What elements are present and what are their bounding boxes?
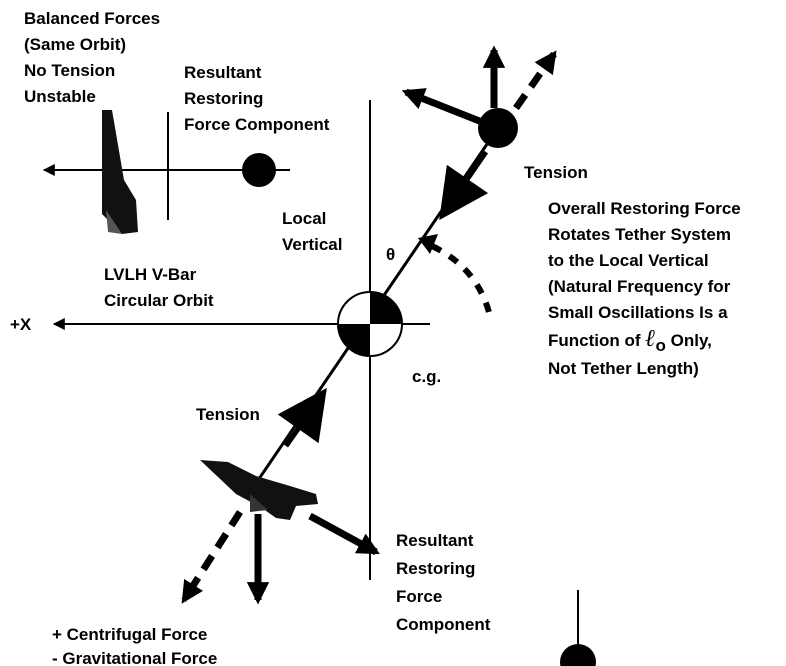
cg-symbol — [337, 291, 403, 357]
theta-label: θ — [386, 245, 395, 264]
lower-shuttle-icon — [200, 460, 318, 520]
bottom-resultant-line-1: Resultant — [396, 531, 474, 550]
theta-arc-arrowhead — [418, 234, 438, 254]
top-resultant-line-1: Resultant — [184, 63, 262, 82]
overall-line-1: Overall Restoring Force — [548, 199, 741, 218]
bottom-forces-label: + Centrifugal Force - Gravitational Forc… — [52, 625, 217, 666]
tension-top-label: Tension — [524, 163, 588, 182]
gravitational-label: - Gravitational Force — [52, 649, 217, 666]
bottom-resultant-line-3: Force — [396, 587, 442, 606]
local-vertical-line-2: Vertical — [282, 235, 343, 254]
theta-arc — [430, 243, 493, 317]
overall-line-7: Not Tether Length) — [548, 359, 699, 378]
bottom-resultant-line-2: Restoring — [396, 559, 475, 578]
note-line-1: Balanced Forces — [24, 9, 160, 28]
lower-tension-arrow — [277, 387, 327, 448]
upper-tension-arrow — [439, 150, 489, 221]
inset-shuttle-icon — [102, 110, 138, 234]
upper-dashed-arrow — [513, 50, 557, 111]
orbit-label: LVLH V-Bar Circular Orbit — [104, 265, 214, 310]
cg-label: c.g. — [412, 367, 441, 386]
overall-line-4: (Natural Frequency for — [548, 277, 731, 296]
tension-bottom-label: Tension — [196, 405, 260, 424]
note-line-4: Unstable — [24, 87, 96, 106]
bottom-resultant-line-4: Component — [396, 615, 491, 634]
local-vertical-label: Local Vertical — [282, 209, 343, 254]
overall-line-6: Function of ℓo Only, — [548, 323, 712, 355]
orbit-line-1: LVLH V-Bar — [104, 265, 197, 284]
bottom-resultant-label: Resultant Restoring Force Component — [396, 531, 491, 634]
overall-line-2: Rotates Tether System — [548, 225, 731, 244]
lower-restoring-arrow — [308, 512, 380, 556]
upper-satellite — [478, 108, 518, 148]
top-resultant-label: Resultant Restoring Force Component — [184, 63, 330, 134]
upper-restoring-arrow — [401, 88, 484, 126]
overall-line-3: to the Local Vertical — [548, 251, 709, 270]
top-resultant-line-2: Restoring — [184, 89, 263, 108]
lower-dashed-arrow — [181, 510, 243, 604]
small-pendulum-mass — [560, 644, 596, 666]
orbit-line-2: Circular Orbit — [104, 291, 214, 310]
overall-line-5: Small Oscillations Is a — [548, 303, 728, 322]
overall-restoring-note: Overall Restoring Force Rotates Tether S… — [548, 199, 741, 378]
note-line-3: No Tension — [24, 61, 115, 80]
balanced-forces-note: Balanced Forces (Same Orbit) No Tension … — [24, 9, 160, 106]
centrifugal-label: + Centrifugal Force — [52, 625, 207, 644]
top-resultant-line-3: Force Component — [184, 115, 330, 134]
note-line-2: (Same Orbit) — [24, 35, 126, 54]
inset-satellite — [242, 153, 276, 187]
local-vertical-line-1: Local — [282, 209, 326, 228]
x-axis-label: +X — [10, 315, 32, 334]
